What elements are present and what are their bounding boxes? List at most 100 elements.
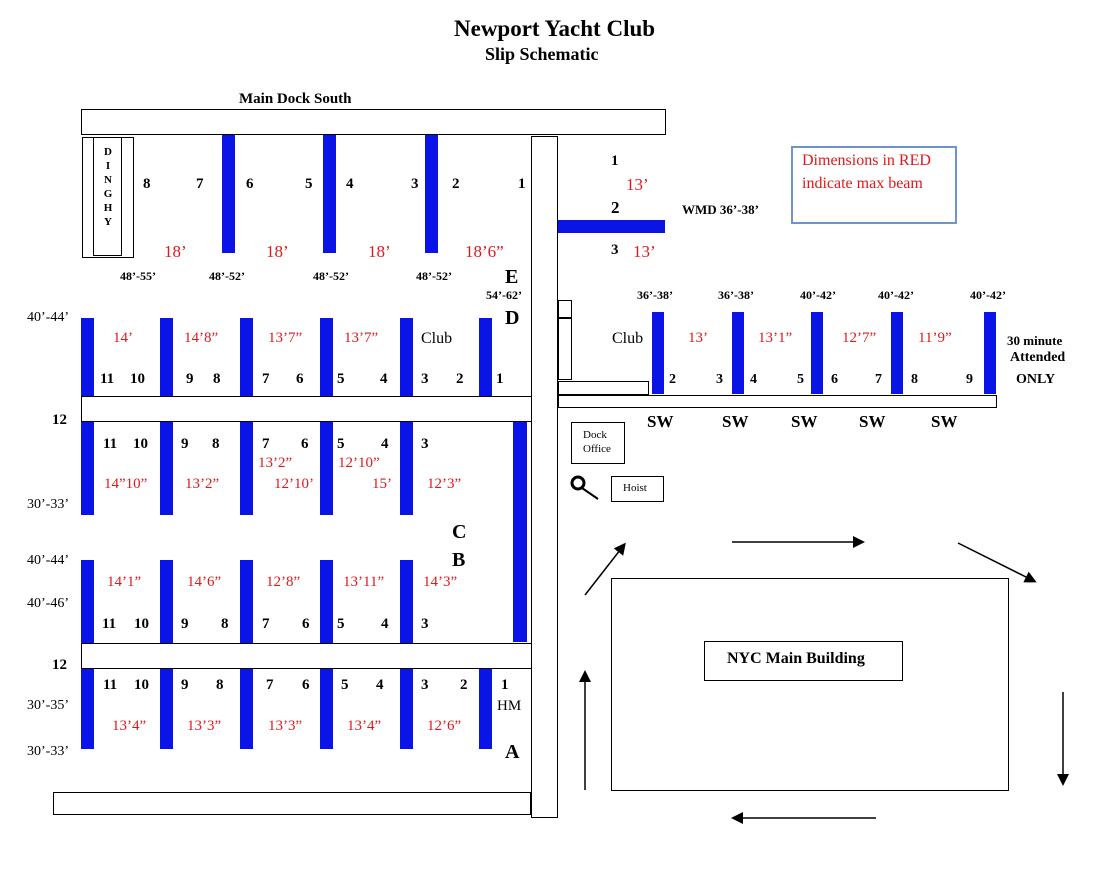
dinghy-rack [93, 137, 122, 256]
slip-number: 2 [611, 198, 620, 217]
slip-number: 6 [296, 371, 304, 387]
slip-post [160, 669, 173, 749]
slip-number: 11 [100, 371, 115, 387]
beam-label: 13’7” [268, 330, 303, 346]
slip-number: 8 [221, 616, 229, 632]
slip-post [81, 669, 94, 749]
beam-label: 13’4” [112, 718, 147, 734]
beam-label: 13’3” [187, 718, 222, 734]
slip-number: 7 [262, 371, 270, 387]
slip-number: 2 [452, 176, 460, 192]
main-dock-south [81, 109, 666, 135]
note-line3: ONLY [1016, 372, 1056, 387]
beam-label: 13’ [626, 175, 649, 194]
beam-label: 13’7” [344, 330, 379, 346]
slip-number: 8 [216, 677, 224, 693]
beam-label: 18’ [266, 242, 289, 261]
slip-number: 7 [875, 372, 882, 387]
beam-label: 13’4” [347, 718, 382, 734]
slip-number: 8 [212, 436, 220, 452]
slip-number: 6 [831, 372, 838, 387]
slip-length: 40’-44’ [27, 310, 69, 325]
slip-number: 4 [381, 616, 389, 632]
note-line1: 30 minute [1007, 333, 1063, 348]
slip-post [891, 312, 903, 394]
slip-post [320, 560, 333, 643]
club-label: Club [612, 330, 644, 347]
slip-number: 3 [611, 242, 619, 258]
slip-number: 3 [716, 372, 723, 387]
slip-post [222, 135, 235, 253]
slip-number: 3 [421, 371, 429, 387]
beam-label: 15’ [372, 476, 392, 492]
beam-label: 14’3” [423, 574, 458, 590]
main-dock-label: Main Dock South [239, 91, 352, 107]
slip-length: 40’-44’ [27, 553, 69, 568]
slip-length: 40’-42’ [800, 288, 836, 302]
slip-number: 9 [186, 371, 194, 387]
slip-number: 9 [181, 616, 189, 632]
beam-label: 13’ [633, 242, 656, 261]
dock-a-walkway [81, 643, 532, 669]
slip-post [160, 560, 173, 643]
dock-office [571, 422, 625, 464]
slip-number: 4 [346, 176, 354, 192]
slip-number: 4 [376, 677, 384, 693]
slip-number: 5 [305, 176, 313, 192]
legend-box [791, 146, 957, 224]
beam-label: 13’1” [758, 330, 793, 346]
slip-number: 5 [337, 616, 345, 632]
slip-post [240, 669, 253, 749]
slip-number: 8 [911, 372, 918, 387]
slip-number: 9 [181, 677, 189, 693]
beam-label: 18’ [368, 242, 391, 261]
club-label: Club [421, 330, 453, 347]
beam-label: 12’3” [427, 476, 462, 492]
slip-post [425, 135, 438, 253]
beam-label: 14’8” [184, 330, 219, 346]
slip-number: 9 [181, 436, 189, 452]
dock-c-b-end-post [513, 422, 527, 642]
slip-post [652, 312, 664, 394]
slip-number: 4 [750, 372, 757, 387]
slip-post [81, 560, 94, 643]
beam-label: 18’6” [465, 242, 504, 261]
slip-post [160, 422, 173, 515]
hoist [611, 476, 664, 502]
slip-post [81, 422, 94, 515]
slip-number: 8 [213, 371, 221, 387]
slip-number: 5 [797, 372, 804, 387]
slip-length: 48’-55’ [120, 269, 156, 283]
beam-label: 12’6” [427, 718, 462, 734]
slip-post [240, 560, 253, 643]
slip-number: 6 [246, 176, 254, 192]
slip-number: 5 [337, 436, 345, 452]
main-building-label-box [704, 641, 903, 681]
legend-line1: Dimensions in RED [802, 152, 931, 169]
slip-post [984, 312, 996, 394]
slip-number: 9 [966, 372, 973, 387]
slip-number: 2 [460, 677, 468, 693]
slip-length: 40’-42’ [878, 288, 914, 302]
slip-length: 36’-38’ [637, 288, 673, 302]
slip-length: 30’-33’ [27, 744, 69, 759]
dinghy-label: DINGHY [103, 146, 113, 228]
sw-label: SW [722, 412, 749, 431]
slip-number: 3 [411, 176, 419, 192]
slip-post [400, 318, 413, 396]
dock-label-d: D [505, 307, 520, 329]
main-building-label: NYC Main Building [727, 650, 865, 667]
slip-post [320, 669, 333, 749]
beam-label: 12’7” [842, 330, 877, 346]
beam-label: 13’11” [343, 574, 385, 590]
beam-label: 12’10” [338, 455, 380, 471]
slip-number: 5 [337, 371, 345, 387]
slip-post [479, 669, 492, 749]
slip-number: 2 [456, 371, 464, 387]
beam-label: 14’1” [107, 574, 142, 590]
slip-number: 6 [302, 677, 310, 693]
slip-number: 1 [518, 176, 526, 192]
dock-connector [558, 381, 649, 395]
slip-post [400, 422, 413, 515]
slip-post [811, 312, 823, 394]
